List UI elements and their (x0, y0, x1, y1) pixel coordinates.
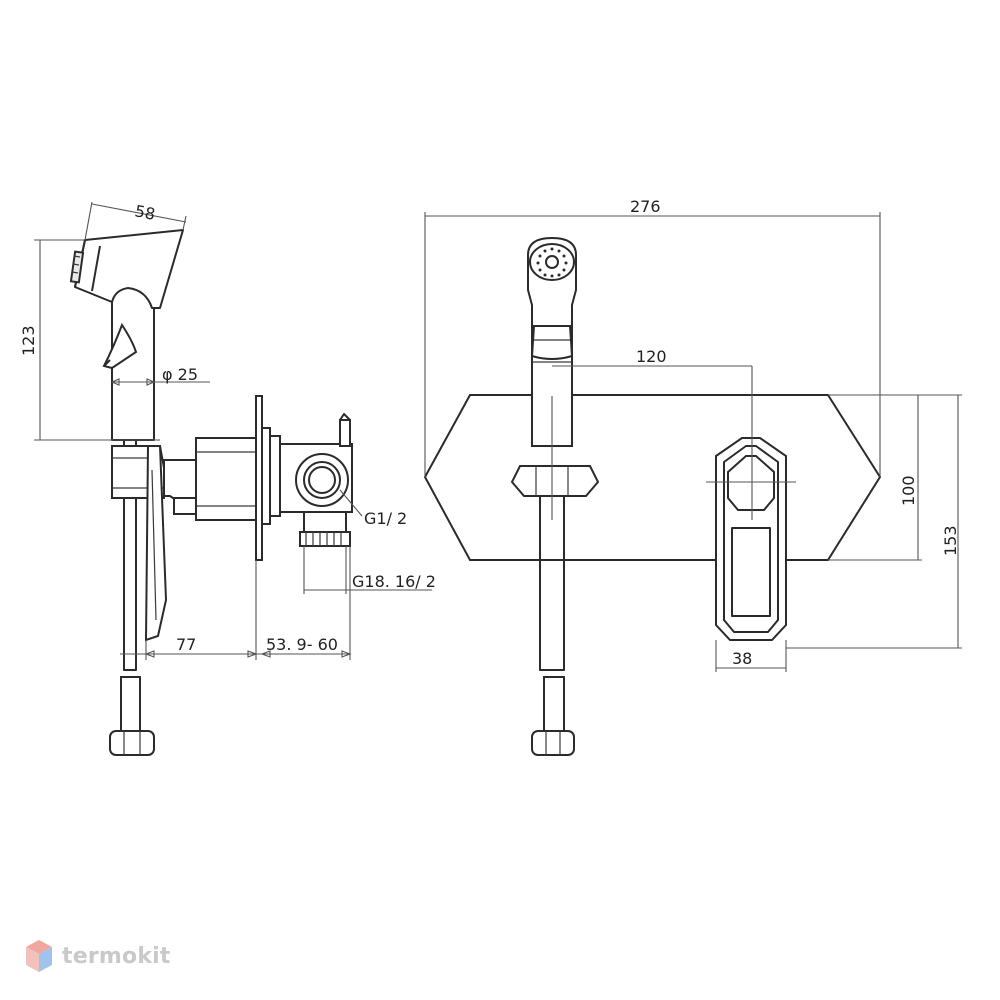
front-shower-head (527, 236, 577, 447)
dim-plate-height: 100 (899, 475, 918, 506)
dim-side-width: 58 (133, 201, 157, 224)
shower-grip (102, 302, 155, 441)
side-view (34, 201, 432, 756)
side-body (163, 395, 353, 561)
dim-thread-outlet: G1/ 2 (364, 509, 407, 528)
dim-thread-inlet: G18. 16/ 2 (352, 572, 436, 591)
shower-head (69, 229, 184, 309)
cube-logo-icon (26, 940, 52, 972)
front-lever (715, 437, 787, 641)
dim-total-height: 153 (941, 525, 960, 556)
front-dimensions (424, 212, 962, 672)
dim-plate-width: 276 (630, 197, 661, 216)
front-view (423, 212, 962, 756)
dim-lever-width: 38 (732, 649, 752, 668)
dim-body-depth: 53. 9- 60 (266, 635, 338, 654)
dim-handle-depth: 77 (176, 635, 196, 654)
dim-hose-diameter: φ 25 (162, 365, 198, 384)
side-holder (111, 445, 168, 642)
front-holder (510, 465, 600, 497)
cover-plate (423, 394, 882, 561)
watermark-logo: termokit (24, 934, 171, 978)
side-dimensions (34, 201, 432, 660)
watermark-text: termokit (62, 943, 171, 969)
dim-centers-distance: 120 (636, 347, 667, 366)
dim-side-height: 123 (19, 325, 38, 356)
